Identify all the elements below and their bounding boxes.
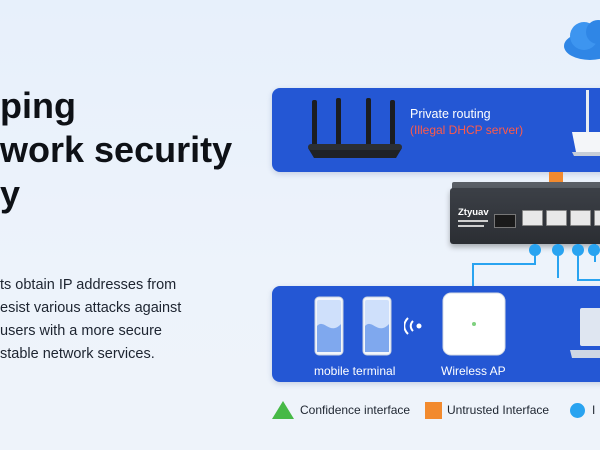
wifi-signal-icon bbox=[404, 317, 422, 335]
switch-top-cover bbox=[452, 182, 600, 190]
ap-link-line-3 bbox=[577, 268, 600, 281]
heading-line-3: y bbox=[0, 173, 21, 214]
interface-dot bbox=[552, 244, 564, 256]
laptop-icon bbox=[570, 308, 600, 358]
legend-confidence: Confidence interface bbox=[300, 403, 411, 417]
description-line-1: ts obtain IP addresses from bbox=[0, 277, 177, 293]
switch-ports bbox=[522, 210, 600, 226]
interface-dot bbox=[529, 244, 541, 256]
private-routing-label: Private routing bbox=[410, 107, 491, 121]
smartphone-icon bbox=[314, 296, 344, 356]
legend-third: I bbox=[592, 403, 596, 417]
untrusted-square-icon bbox=[425, 402, 442, 419]
confidence-triangle-icon bbox=[272, 401, 294, 419]
interface-dot bbox=[588, 244, 600, 256]
router-icon bbox=[308, 98, 402, 158]
wireless-ap-icon bbox=[442, 292, 506, 356]
switch-port bbox=[570, 210, 591, 226]
switch-port bbox=[522, 210, 543, 226]
illegal-dhcp-label: (Illegal DHCP server) bbox=[410, 123, 524, 137]
page-heading: ping work security y bbox=[0, 84, 270, 216]
switch-brand: Ztyuav bbox=[458, 207, 489, 218]
heading-line-2: work security bbox=[0, 129, 233, 170]
description: ts obtain IP addresses from esist variou… bbox=[0, 274, 260, 366]
legend-untrusted: Untrusted Interface bbox=[447, 403, 550, 417]
mobile-terminal-label: mobile terminal bbox=[314, 364, 396, 378]
smartphone-icon bbox=[362, 296, 392, 356]
cloud-icon bbox=[564, 20, 600, 60]
interface-dot-icon bbox=[570, 403, 585, 418]
ap-link-line bbox=[472, 252, 536, 292]
heading-line-1: ping bbox=[0, 85, 76, 126]
switch-port bbox=[594, 210, 600, 226]
switch-port bbox=[546, 210, 567, 226]
interface-dot bbox=[572, 244, 584, 256]
switch-model-text bbox=[458, 220, 488, 222]
description-line-4: stable network services. bbox=[0, 346, 155, 362]
description-line-2: esist various attacks against bbox=[0, 300, 182, 316]
wireless-ap-label: Wireless AP bbox=[441, 364, 506, 378]
description-line-3: users with a more secure bbox=[0, 323, 162, 339]
wireless-router-icon bbox=[572, 90, 600, 156]
switch-model-text-2 bbox=[458, 225, 484, 227]
sfp-port bbox=[494, 214, 516, 228]
